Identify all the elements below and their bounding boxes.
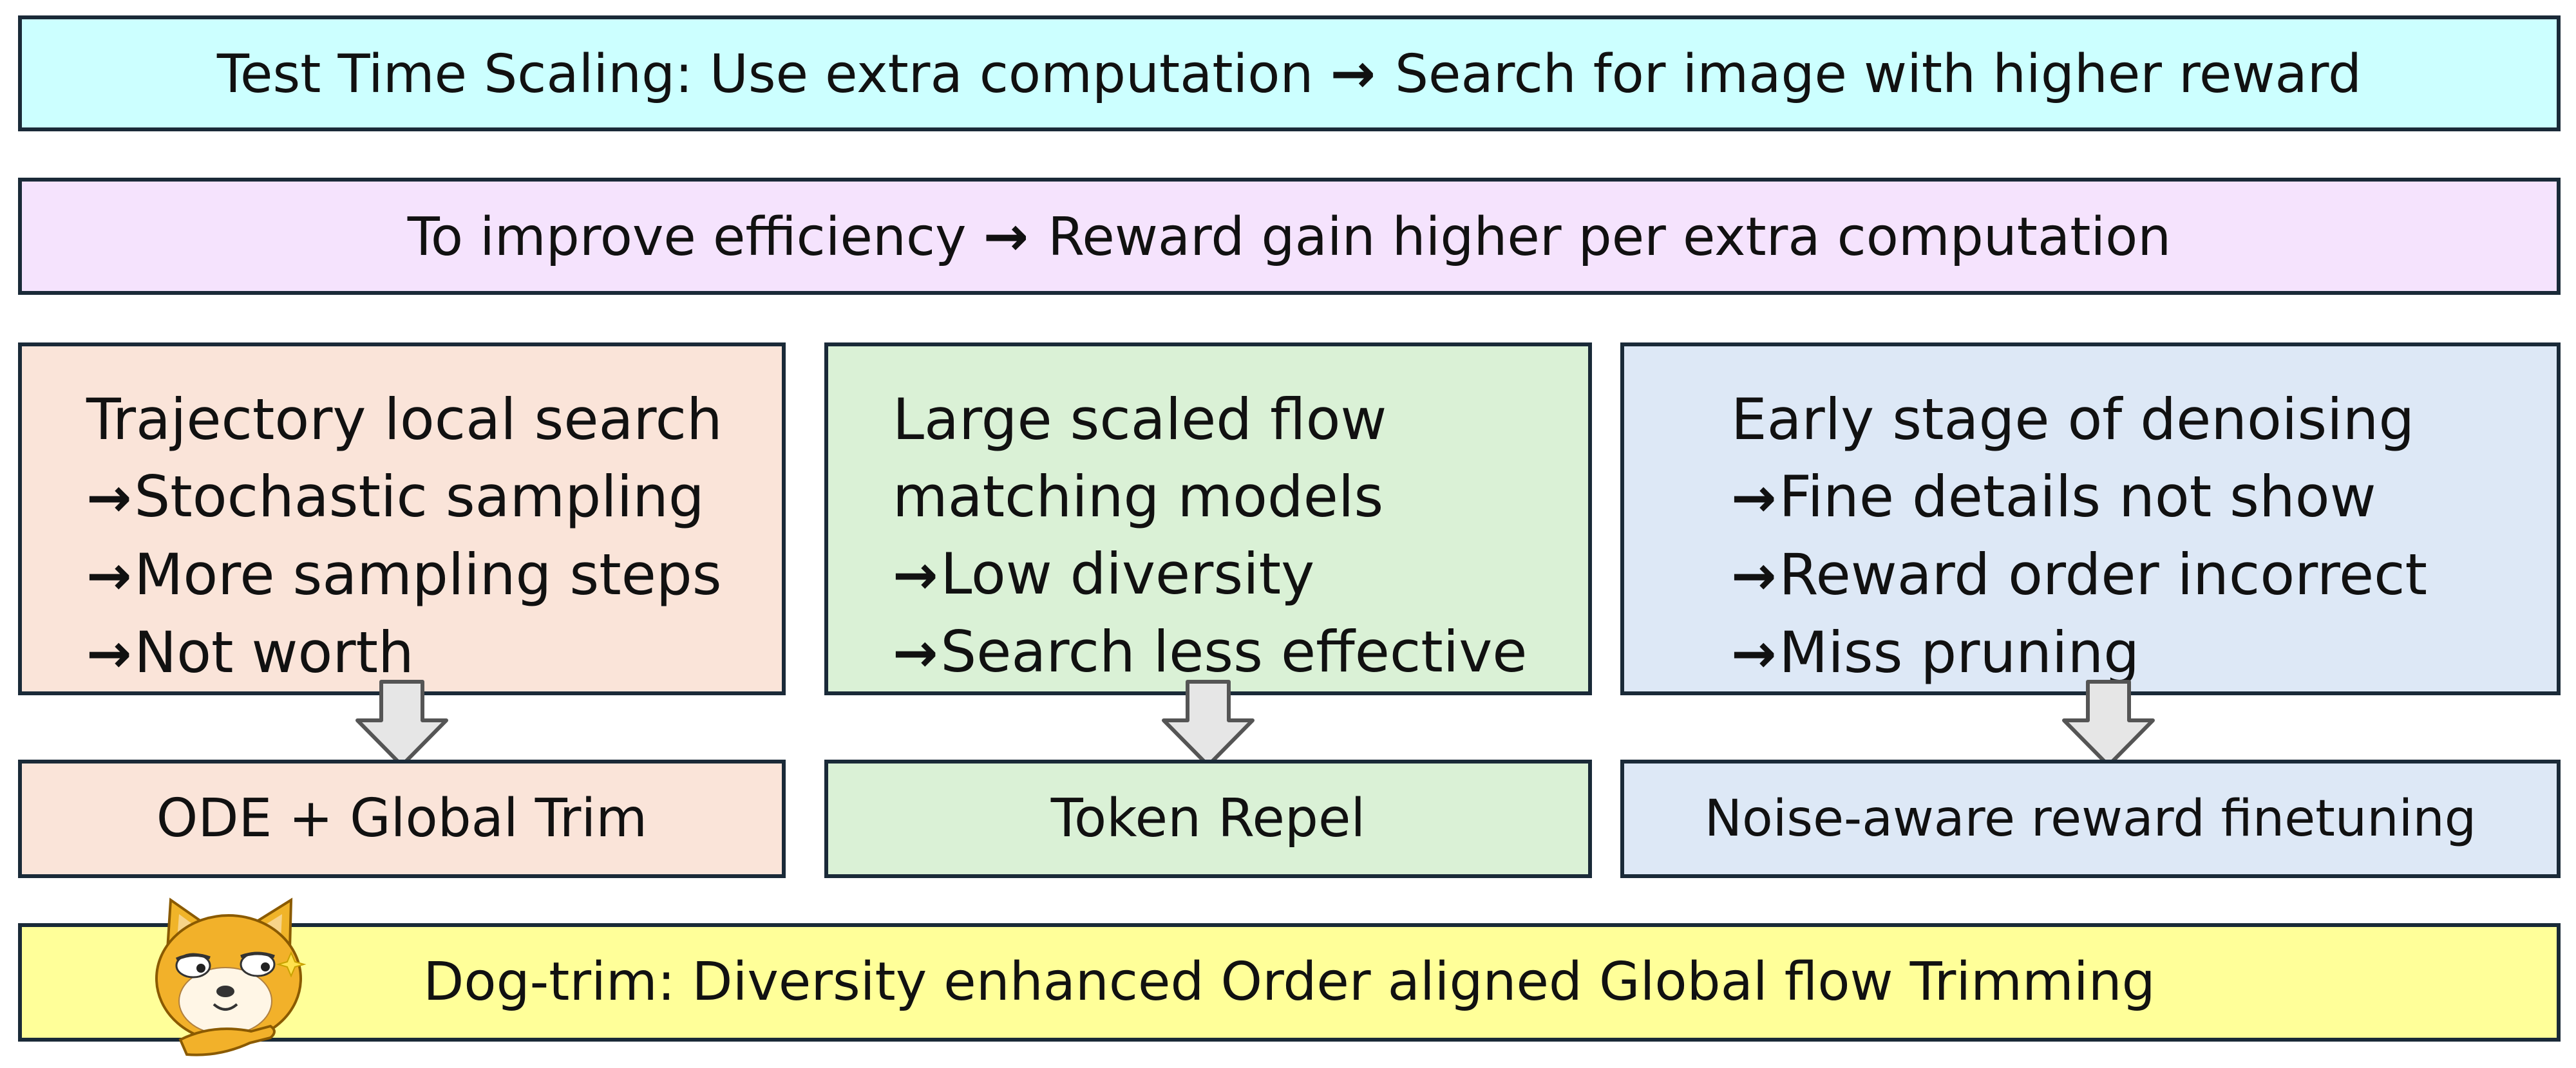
right-arrow-icon: → bbox=[1731, 622, 1777, 685]
test-time-scaling-banner: Test Time Scaling: Use extra computation… bbox=[18, 15, 2561, 131]
column-title: Trajectory local search bbox=[86, 386, 723, 453]
early-denoising-box: Early stage of denoising →Fine details n… bbox=[1620, 342, 2561, 695]
column-point: →Low diversity bbox=[893, 536, 1588, 614]
column-point: →Stochastic sampling bbox=[86, 458, 782, 536]
right-arrow-icon: → bbox=[86, 622, 132, 685]
column-title: matching models bbox=[893, 464, 1384, 530]
point-text: Not worth bbox=[134, 619, 414, 686]
column-point: →Fine details not show bbox=[1731, 458, 2557, 536]
column-point: →Reward order incorrect bbox=[1731, 536, 2557, 614]
flow-matching-box: Large scaled flow matching models →Low d… bbox=[824, 342, 1592, 695]
column-title: Early stage of denoising bbox=[1731, 386, 2415, 453]
column-point: →More sampling steps bbox=[86, 536, 782, 614]
efficiency-banner: To improve efficiency → Reward gain high… bbox=[18, 178, 2561, 295]
point-text: Search less effective bbox=[940, 619, 1528, 685]
result-text: ODE + Global Trim bbox=[156, 788, 648, 849]
down-arrow-icon bbox=[2062, 680, 2155, 767]
banner-top-post: Search for image with higher reward bbox=[1378, 43, 2362, 105]
noise-aware-finetuning-box: Noise-aware reward finetuning bbox=[1620, 760, 2561, 878]
right-arrow-icon: → bbox=[983, 204, 1029, 268]
right-arrow-icon: → bbox=[893, 543, 938, 606]
point-text: Stochastic sampling bbox=[134, 464, 705, 530]
efficiency-text: To improve efficiency → Reward gain high… bbox=[408, 209, 2172, 264]
banner-top-pre: Test Time Scaling: Use extra computation bbox=[216, 43, 1331, 105]
down-arrow-icon bbox=[1162, 680, 1255, 767]
test-time-scaling-text: Test Time Scaling: Use extra computation… bbox=[217, 46, 2362, 101]
doge-mascot-icon bbox=[155, 897, 307, 1056]
down-arrow-icon bbox=[355, 680, 448, 767]
dog-trim-banner: Dog-trim: Diversity enhanced Order align… bbox=[18, 923, 2561, 1042]
result-text: Noise-aware reward finetuning bbox=[1704, 790, 2477, 848]
point-text: Miss pruning bbox=[1779, 619, 2140, 686]
trajectory-search-box: Trajectory local search →Stochastic samp… bbox=[18, 342, 786, 695]
right-arrow-icon: → bbox=[1330, 41, 1376, 105]
column-point: →Not worth bbox=[86, 614, 782, 692]
right-arrow-icon: → bbox=[1731, 466, 1777, 529]
right-arrow-icon: → bbox=[893, 621, 938, 684]
column-point: →Search less effective bbox=[893, 614, 1588, 691]
point-text: Low diversity bbox=[940, 541, 1315, 607]
right-arrow-icon: → bbox=[1731, 544, 1777, 607]
column-point: →Miss pruning bbox=[1731, 614, 2557, 692]
point-text: More sampling steps bbox=[134, 541, 722, 608]
dog-trim-text: Dog-trim: Diversity enhanced Order align… bbox=[423, 951, 2155, 1013]
token-repel-box: Token Repel bbox=[824, 760, 1592, 878]
banner-mid-pre: To improve efficiency bbox=[407, 206, 983, 268]
ode-global-trim-box: ODE + Global Trim bbox=[18, 760, 786, 878]
point-text: Fine details not show bbox=[1779, 464, 2376, 530]
right-arrow-icon: → bbox=[86, 466, 132, 529]
banner-mid-post: Reward gain higher per extra computation bbox=[1031, 206, 2172, 268]
point-text: Reward order incorrect bbox=[1779, 541, 2428, 608]
column-title: Large scaled flow bbox=[893, 386, 1387, 453]
right-arrow-icon: → bbox=[86, 544, 132, 607]
result-text: Token Repel bbox=[1050, 788, 1366, 849]
